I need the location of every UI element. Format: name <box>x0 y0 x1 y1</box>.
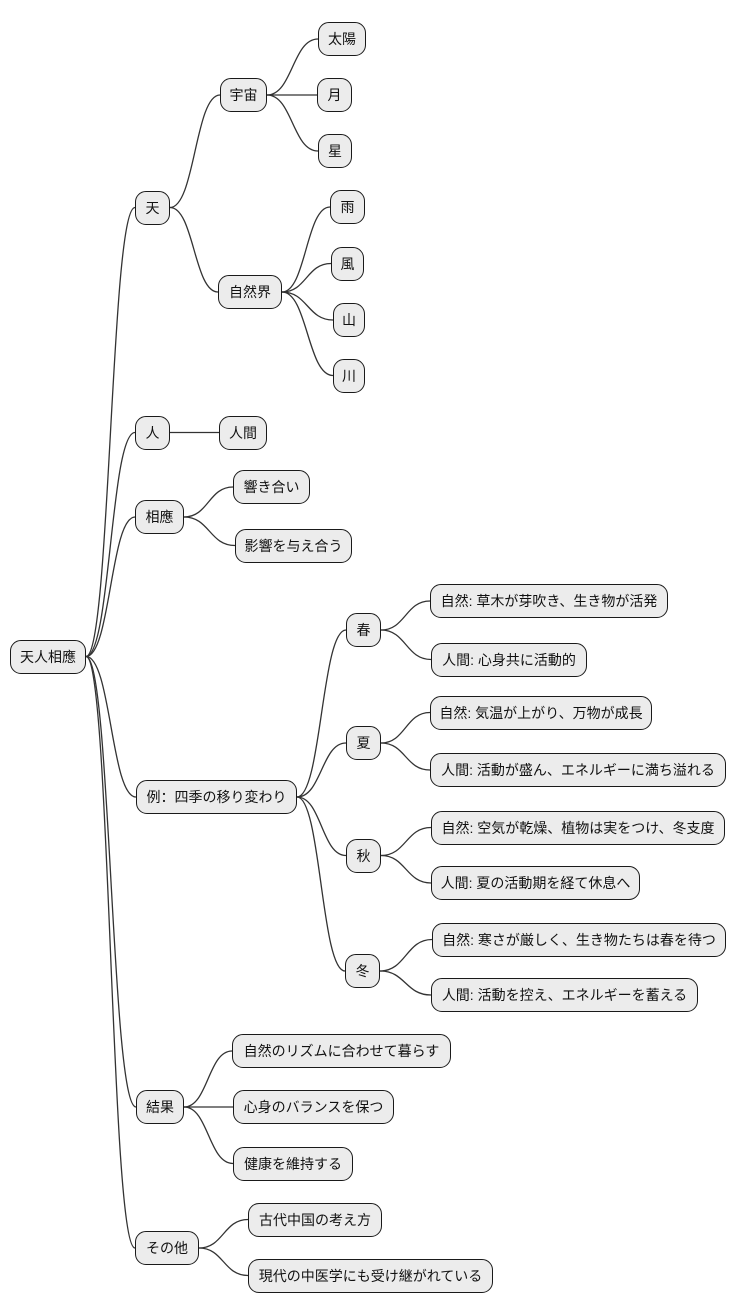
node-aki-ningen: 人間: 夏の活動期を経て休息へ <box>431 866 640 900</box>
node-sonota-kodai: 古代中国の考え方 <box>248 1202 382 1237</box>
edge-fuyu-shizen <box>379 938 433 972</box>
edge-natsu-ningen <box>380 742 431 771</box>
node-fuyu-shizen: 自然: 寒さが厳しく、生き物たちは春を待つ <box>432 922 726 957</box>
node-kekka-kenko: 健康を維持する <box>233 1146 353 1181</box>
node-uchu: 宇宙 <box>220 78 267 112</box>
edge-shizenkai-ame <box>281 206 331 293</box>
node-taiyo: 太陽 <box>318 22 366 56</box>
edge-natsu-shizen <box>380 711 431 744</box>
node-hito: 人 <box>135 415 170 450</box>
node-ningen: 人間 <box>219 415 267 450</box>
node-tsuki: 月 <box>317 78 352 112</box>
node-hoshi: 星 <box>318 134 352 168</box>
edge-rei-natsu <box>296 742 347 798</box>
edge-root-hito <box>85 431 136 658</box>
edge-uchu-hoshi <box>266 94 319 152</box>
node-kekka: 結果 <box>136 1090 184 1124</box>
edge-fuyu-ningen <box>379 970 432 996</box>
edge-root-soo <box>85 516 136 658</box>
node-haru: 春 <box>346 613 381 647</box>
edge-root-rei <box>85 655 137 798</box>
edge-kekka-kenko <box>183 1106 234 1165</box>
edge-soo-hibiki <box>183 486 234 518</box>
edge-rei-aki <box>296 796 347 857</box>
edge-rei-haru <box>296 629 347 798</box>
node-aki-shizen: 自然: 空気が乾燥、植物は実をつけ、冬支度 <box>431 810 725 845</box>
node-fuyu: 冬 <box>345 954 380 988</box>
edge-kekka-rhythm <box>183 1050 233 1108</box>
edge-soo-eikyo <box>183 516 236 547</box>
node-eikyo: 影響を与え合う <box>235 528 352 563</box>
edge-root-kekka <box>85 655 137 1108</box>
node-natsu-ningen: 人間: 活動が盛ん、エネルギーに満ち溢れる <box>430 753 726 787</box>
edge-shizenkai-yama <box>281 291 334 321</box>
node-kawa: 川 <box>333 358 365 393</box>
edge-aki-ningen <box>380 854 432 884</box>
edge-ten-uchu <box>169 94 221 209</box>
node-kekka-balance: 心身のバランスを保つ <box>233 1090 394 1124</box>
node-haru-shizen: 自然: 草木が芽吹き、生き物が活発 <box>430 584 668 618</box>
node-natsu: 夏 <box>346 726 381 760</box>
edge-root-ten <box>85 206 136 658</box>
node-aki: 秋 <box>346 838 381 873</box>
node-sonota: その他 <box>135 1231 199 1265</box>
edge-sonota-kodai <box>198 1218 249 1249</box>
edge-uchu-taiyo <box>266 38 319 96</box>
node-soo: 相應 <box>135 500 184 534</box>
edge-root-sonota <box>85 655 136 1249</box>
edge-haru-ningen <box>380 629 432 661</box>
edge-sonota-gendai <box>198 1247 249 1277</box>
node-kekka-rhythm: 自然のリズムに合わせて暮らす <box>232 1034 451 1068</box>
node-ten: 天 <box>135 190 170 225</box>
node-sonota-gendai: 現代の中医学にも受け継がれている <box>248 1258 493 1293</box>
node-kaze: 風 <box>331 246 364 281</box>
edge-shizenkai-kaze <box>281 262 332 293</box>
edge-haru-shizen <box>380 600 431 631</box>
node-rei-shiki: 例：四季の移り変わり <box>136 780 297 814</box>
edge-rei-fuyu <box>296 796 346 972</box>
edge-shizenkai-kawa <box>281 291 334 377</box>
edge-aki-shizen <box>380 826 432 857</box>
node-shizenkai: 自然界 <box>218 275 282 309</box>
node-natsu-shizen: 自然: 気温が上がり、万物が成長 <box>430 695 652 730</box>
node-hibikiai: 響き合い <box>233 470 310 504</box>
node-ame: 雨 <box>330 190 365 224</box>
node-haru-ningen: 人間: 心身共に活動的 <box>431 642 587 677</box>
node-fuyu-ningen: 人間: 活動を控え、エネルギーを蓄える <box>431 978 698 1012</box>
edge-ten-shizenkai <box>169 206 219 293</box>
node-root: 天人相應 <box>10 639 86 674</box>
node-yama: 山 <box>333 303 365 337</box>
